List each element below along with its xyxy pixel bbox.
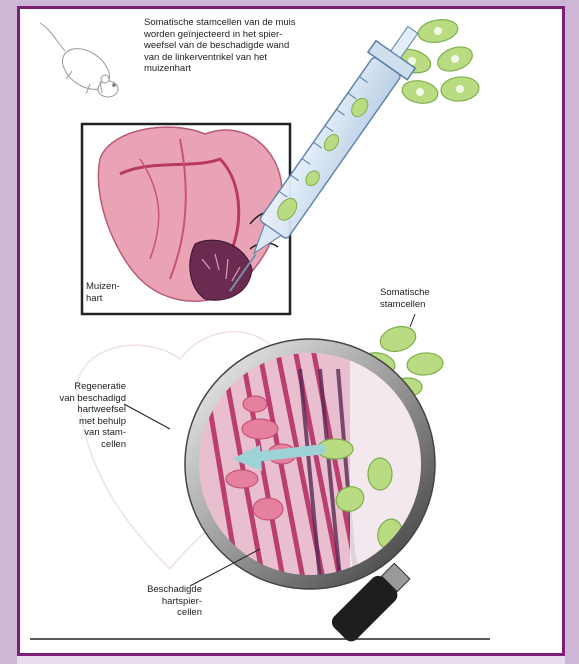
heart-caption: Muizen- hart [86,281,146,304]
regeneration-caption: Regeneratie van beschadigd hartweefsel m… [40,381,126,450]
panel-bottom-strip [17,656,565,664]
stem-cells-caption: Somatische stamcellen [380,287,470,310]
mouse-icon [40,23,118,98]
damaged-cells-caption: Beschadigde hartspier- cellen [110,584,202,619]
injection-caption: Somatische stamcellen van de muis worden… [144,17,354,75]
illustration-canvas [20,9,565,656]
illustration-panel: Somatische stamcellen van de muis worden… [17,6,565,656]
